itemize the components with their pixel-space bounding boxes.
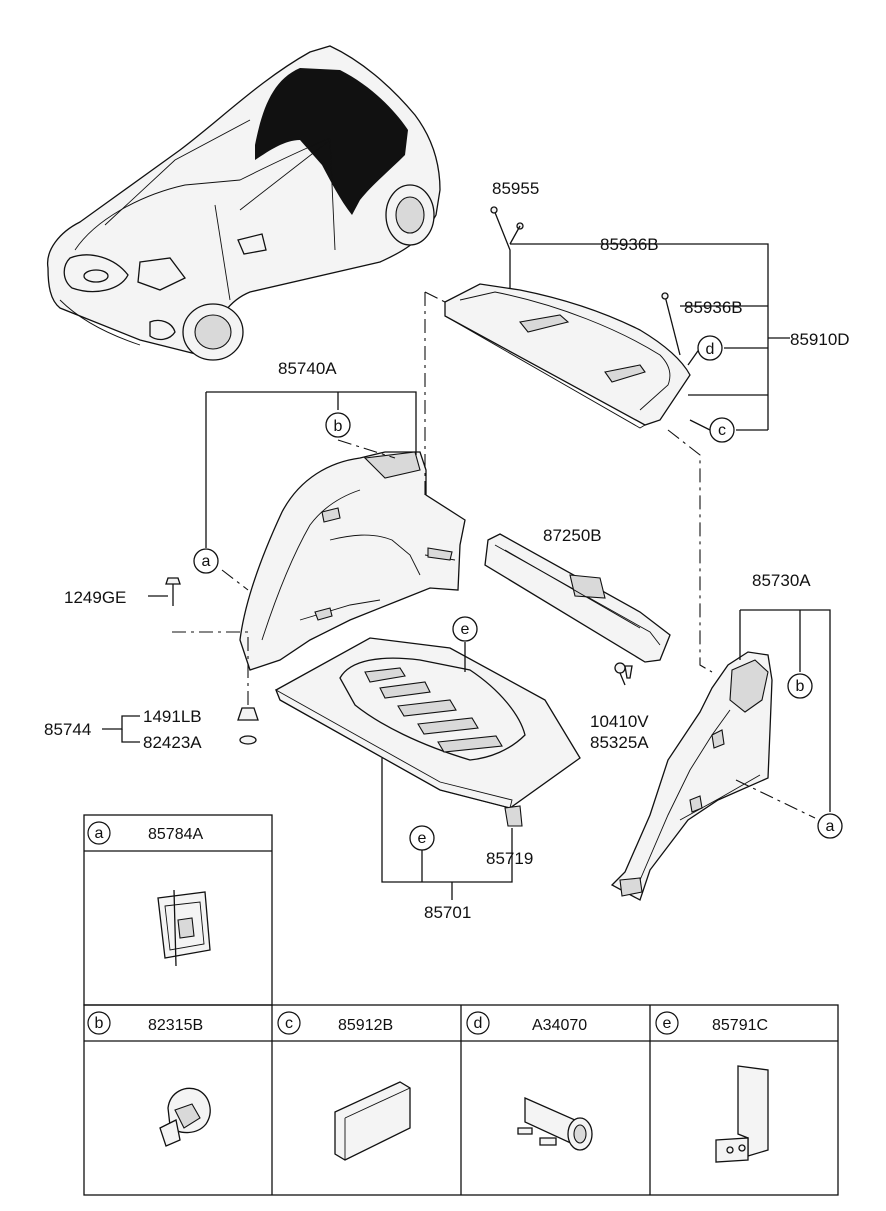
marker-b-right: b [796, 678, 805, 695]
marker-a-left: a [202, 553, 211, 570]
legend-part-b-clip [159, 1087, 211, 1147]
marker-a-right: a [826, 818, 835, 835]
callout-85936B-top: 85936B [600, 235, 659, 254]
callout-85730A: 85730A [752, 571, 811, 590]
marker-d-tray: d [706, 341, 715, 358]
callout-85740A: 85740A [278, 359, 337, 378]
callout-87250B: 87250B [543, 526, 602, 545]
marker-e-bottom: e [418, 830, 427, 847]
rear-interior-shading [255, 68, 408, 215]
marker-e-floor: e [461, 621, 470, 638]
right-quarter-trim [610, 651, 773, 901]
callout-85719: 85719 [486, 849, 533, 868]
callout-85910D: 85910D [790, 330, 850, 349]
legend-part-d-plug [517, 1097, 593, 1151]
legend-part-a-clip [157, 889, 211, 967]
leader-lines [102, 225, 831, 900]
letter-markers: d c b a e b a e [193, 335, 843, 851]
callout-85325A: 85325A [590, 733, 649, 752]
legend-table [83, 814, 839, 1196]
legend-b-part: 82315B [148, 1017, 203, 1034]
legend-part-c-bracket [334, 1081, 411, 1161]
legend-e-letter: e [663, 1015, 672, 1032]
fasteners [165, 577, 633, 745]
callout-82423A: 82423A [143, 733, 202, 752]
legend-b-letter: b [95, 1015, 104, 1032]
sill-guard [484, 533, 671, 686]
legend-a-letter: a [95, 825, 104, 842]
callout-85701: 85701 [424, 903, 471, 922]
callout-labels: 85955 85936B 85936B 85910D 85740A 87250B… [44, 179, 850, 922]
marker-c-tray: c [718, 422, 726, 439]
car-illustration [46, 45, 441, 361]
marker-b-left: b [334, 418, 343, 435]
callout-85936B-side: 85936B [684, 298, 743, 317]
legend-d-part: A34070 [532, 1017, 587, 1034]
left-quarter-trim [239, 451, 466, 671]
callout-85955: 85955 [492, 179, 539, 198]
legend-c-letter: c [285, 1015, 293, 1032]
callout-85744: 85744 [44, 720, 91, 739]
callout-1249GE: 1249GE [64, 588, 126, 607]
legend-d-letter: d [474, 1015, 483, 1032]
luggage-floor [275, 637, 581, 827]
callout-1491LB: 1491LB [143, 707, 202, 726]
legend-headers: a 85784A b 82315B c 85912B d A34070 e 85… [87, 821, 768, 1035]
legend-a-part: 85784A [148, 826, 203, 843]
legend-part-e-bracket [715, 1065, 769, 1163]
package-tray [444, 206, 691, 429]
legend-c-part: 85912B [338, 1017, 393, 1034]
callout-10410V: 10410V [590, 712, 649, 731]
legend-e-part: 85791C [712, 1017, 768, 1034]
